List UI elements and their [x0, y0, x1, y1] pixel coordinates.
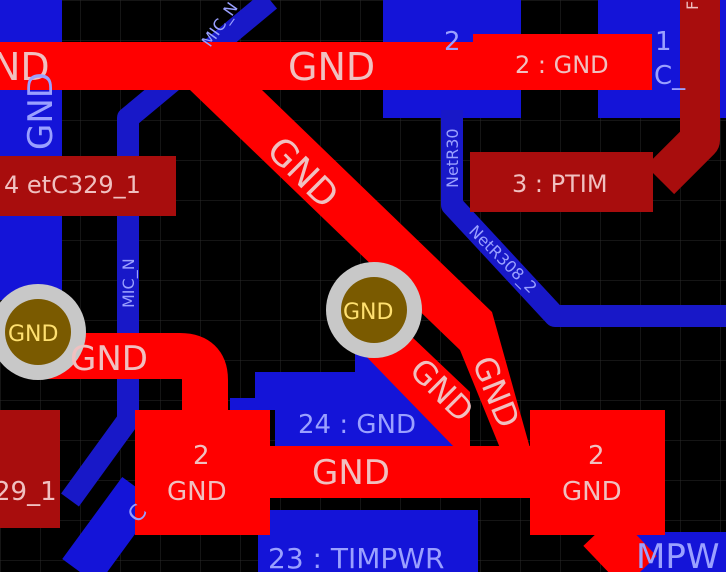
label-top-right-frag: F — [683, 1, 702, 10]
label-gnd-bottom-trace: GND — [312, 453, 390, 493]
label-gnd-top-left: ND — [0, 45, 50, 89]
label-pad-c-frag: C_ — [654, 61, 686, 91]
label-pad-29-frag: 29_1 — [0, 477, 57, 507]
via-center-hole — [341, 277, 407, 343]
label-net-mic-n-vertical: MIC_N — [119, 258, 139, 308]
label-pad-1: 1 — [655, 27, 672, 57]
top-gnd-trace-left[interactable] — [40, 333, 228, 420]
label-pad-23-timpwr: 23 : TIMPWR — [268, 542, 444, 572]
bottom-trace-netr308[interactable] — [441, 110, 726, 327]
bottom-trace-left-diagonal[interactable] — [62, 477, 158, 572]
top-pad-right-2-gnd[interactable] — [530, 410, 665, 535]
top-gnd-trace-bottom[interactable] — [260, 446, 545, 498]
label-gnd-trace-left: GND — [70, 339, 148, 379]
top-pad-3-ptim[interactable] — [470, 152, 653, 212]
label-pad-left-net: GND — [167, 477, 227, 507]
bottom-pad-23-timpwr[interactable] — [258, 510, 478, 572]
label-pad-right-net: GND — [562, 477, 622, 507]
top-pad-29-left[interactable] — [0, 410, 60, 528]
label-gnd-vertical: GND — [21, 72, 61, 150]
label-via-center: GND — [343, 300, 393, 325]
top-pad-left-2-gnd[interactable] — [135, 410, 270, 535]
label-pad-2-top: 2 — [444, 27, 461, 57]
top-trace-ptim[interactable] — [645, 0, 720, 195]
label-netc329: 4 etC329_1 — [4, 171, 141, 199]
label-mpw-frag: MPW — [636, 537, 719, 572]
label-net-r30-vertical: NetR30 — [443, 128, 462, 188]
label-pad-right-num: 2 — [588, 441, 605, 471]
label-gnd-top-center: GND — [288, 45, 375, 89]
label-pad-24-gnd: 24 : GND — [298, 410, 416, 440]
top-gnd-diagonal-upper[interactable] — [190, 90, 530, 448]
label-pad-2-gnd: 2 : GND — [515, 51, 609, 79]
label-pad-3-ptim: 3 : PTIM — [512, 170, 608, 198]
label-via-left: GND — [8, 322, 58, 347]
top-gnd-trace-right-exit[interactable] — [583, 514, 657, 572]
label-pad-left-num: 2 — [193, 441, 210, 471]
top-pad-netc329[interactable] — [0, 156, 176, 216]
top-pad-2-gnd[interactable] — [473, 34, 652, 90]
via-left-hole — [5, 299, 71, 365]
